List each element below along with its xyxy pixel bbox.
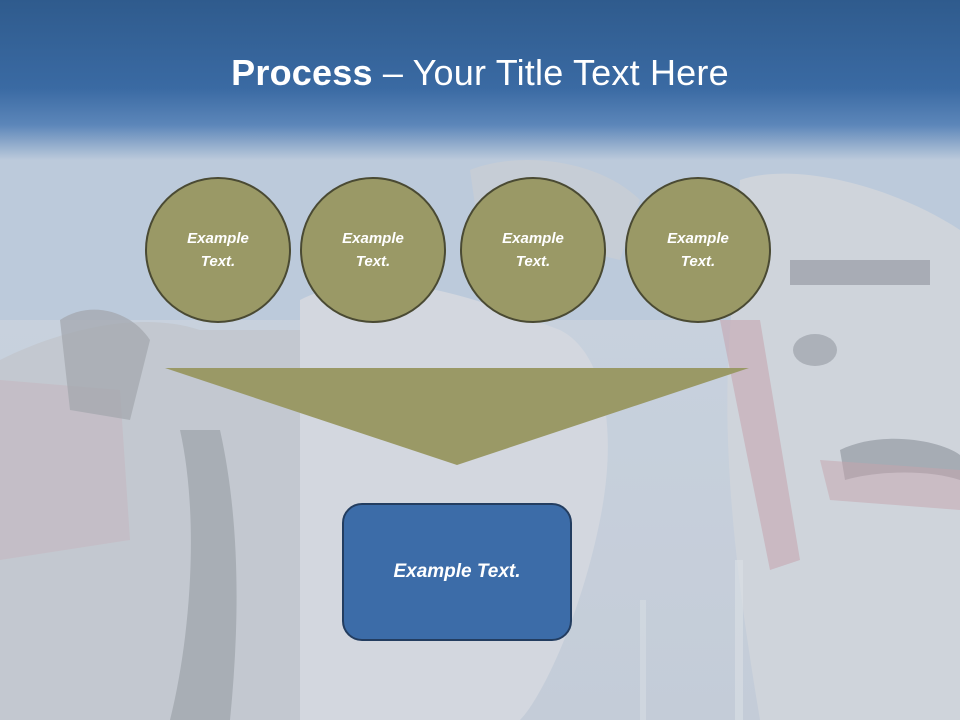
circle-2-line1: Example xyxy=(342,230,404,247)
title-bold-text: Process xyxy=(231,52,373,93)
circle-2-line2: Text. xyxy=(355,253,391,270)
circle-3-line2: Text. xyxy=(515,253,551,270)
funnel-shape xyxy=(165,368,749,465)
circle-1-line2: Text. xyxy=(200,253,236,270)
circle-4-line1: Example xyxy=(667,230,729,247)
result-text: Example Text. xyxy=(393,561,521,582)
funnel-triangle[interactable] xyxy=(165,368,749,468)
title-rest-text: – Your Title Text Here xyxy=(372,52,729,93)
circle-1-line1: Example xyxy=(187,230,249,247)
slide-title: Process – Your Title Text Here xyxy=(0,52,960,94)
result-box[interactable]: Example Text. xyxy=(342,503,572,641)
circle-4-line2: Text. xyxy=(680,253,716,270)
title-band xyxy=(0,0,960,160)
circle-3-line1: Example xyxy=(502,230,564,247)
